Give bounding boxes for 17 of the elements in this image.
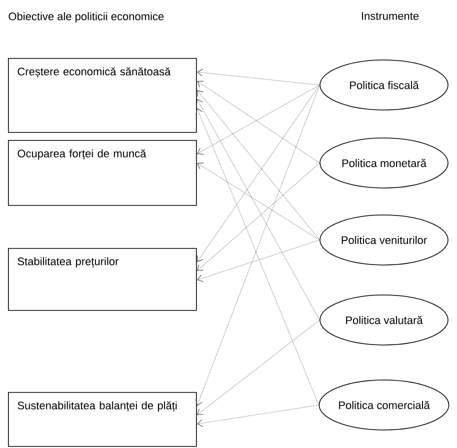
arrow (197, 240, 320, 282)
arrow (197, 90, 320, 240)
arrow (197, 404, 320, 427)
arrow (196, 84, 320, 262)
arrow (197, 80, 320, 164)
arrow (197, 84, 320, 155)
column-heading: Instrumente (362, 12, 419, 20)
objective-box: Sustenabilitatea balanței de plăți (8, 392, 197, 447)
arrow (197, 68, 320, 86)
arrow (197, 162, 320, 271)
column-heading: Obiective ale politicii economice (8, 12, 164, 22)
objective-box: Stabilitatea prețurilor (8, 248, 197, 311)
objective-box: Ocuparea forței de muncă (8, 140, 197, 206)
arrow (197, 320, 320, 415)
arrow (197, 162, 320, 240)
objective-box: Creștere economică sănătoasă (8, 58, 197, 133)
arrow (196, 99, 320, 320)
